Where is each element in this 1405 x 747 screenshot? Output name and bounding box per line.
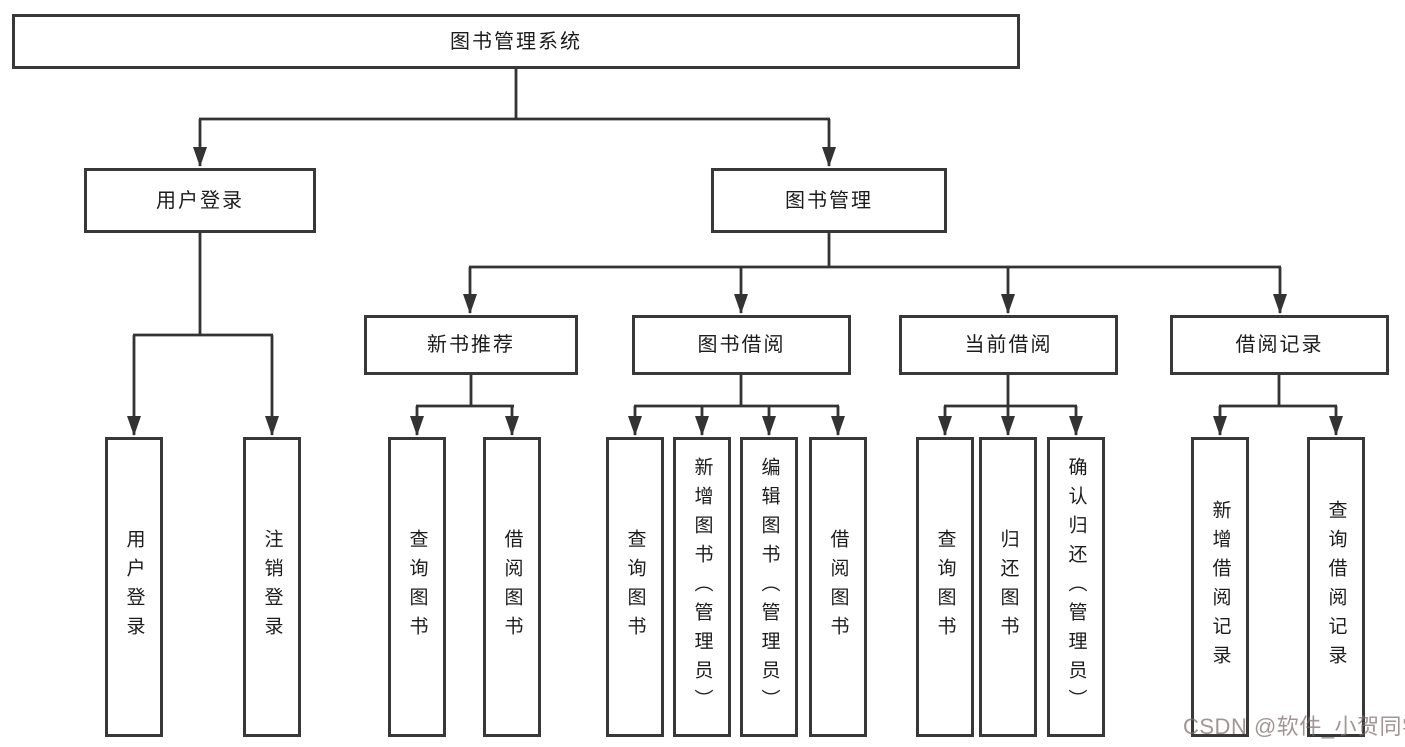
node-book-borrow: 图书借阅 <box>632 315 851 375</box>
leaf-add-borrow-record: 新增借阅记录 <box>1191 437 1249 737</box>
node-current-borrow: 当前借阅 <box>899 315 1118 375</box>
leaf-query-borrow-record-label: 查询借阅记录 <box>1325 500 1347 674</box>
node-new-book-recommend-label: 新书推荐 <box>427 334 515 356</box>
leaf-confirm-return-admin-label: 确认归还（管理员） <box>1065 456 1087 718</box>
leaf-edit-book-admin: 编辑图书（管理员） <box>740 437 798 737</box>
leaf-add-book-admin: 新增图书（管理员） <box>673 437 731 737</box>
leaf-user-login: 用户登录 <box>105 437 163 737</box>
leaf-query-books-current: 查询图书 <box>916 437 974 737</box>
leaf-query-borrow-record: 查询借阅记录 <box>1307 437 1365 737</box>
node-borrow-records: 借阅记录 <box>1170 315 1389 375</box>
leaf-return-book: 归还图书 <box>979 437 1037 737</box>
leaf-borrow-books-2-label: 借阅图书 <box>827 529 849 645</box>
leaf-query-books-recommend-label: 查询图书 <box>406 529 428 645</box>
leaf-query-books-borrow: 查询图书 <box>606 437 664 737</box>
leaf-add-borrow-record-label: 新增借阅记录 <box>1209 500 1231 674</box>
node-book-management: 图书管理 <box>711 168 947 233</box>
node-root: 图书管理系统 <box>12 14 1020 69</box>
node-current-borrow-label: 当前借阅 <box>964 334 1053 356</box>
node-borrow-records-label: 借阅记录 <box>1235 334 1324 356</box>
leaf-query-books-current-label: 查询图书 <box>934 529 956 645</box>
node-new-book-recommend: 新书推荐 <box>364 315 578 375</box>
leaf-query-books-borrow-label: 查询图书 <box>624 529 646 645</box>
leaf-borrow-books-recommend-label: 借阅图书 <box>501 529 523 645</box>
leaf-edit-book-admin-label: 编辑图书（管理员） <box>758 456 780 718</box>
leaf-logout-label: 注销登录 <box>261 529 283 645</box>
node-book-management-label: 图书管理 <box>785 189 873 212</box>
leaf-query-books-recommend: 查询图书 <box>388 437 446 737</box>
leaf-borrow-books-2: 借阅图书 <box>809 437 867 737</box>
node-book-borrow-label: 图书借阅 <box>697 334 786 356</box>
leaf-borrow-books-recommend: 借阅图书 <box>483 437 541 737</box>
node-root-label: 图书管理系统 <box>450 30 582 53</box>
node-user-login: 用户登录 <box>84 168 316 233</box>
leaf-logout: 注销登录 <box>243 437 301 737</box>
node-user-login-label: 用户登录 <box>156 189 244 212</box>
csdn-watermark: CSDN @软件_小贺同学 <box>1183 714 1405 739</box>
leaf-user-login-label: 用户登录 <box>123 529 145 645</box>
leaf-confirm-return-admin: 确认归还（管理员） <box>1047 437 1105 737</box>
leaf-return-book-label: 归还图书 <box>997 529 1019 645</box>
leaf-add-book-admin-label: 新增图书（管理员） <box>691 456 713 718</box>
